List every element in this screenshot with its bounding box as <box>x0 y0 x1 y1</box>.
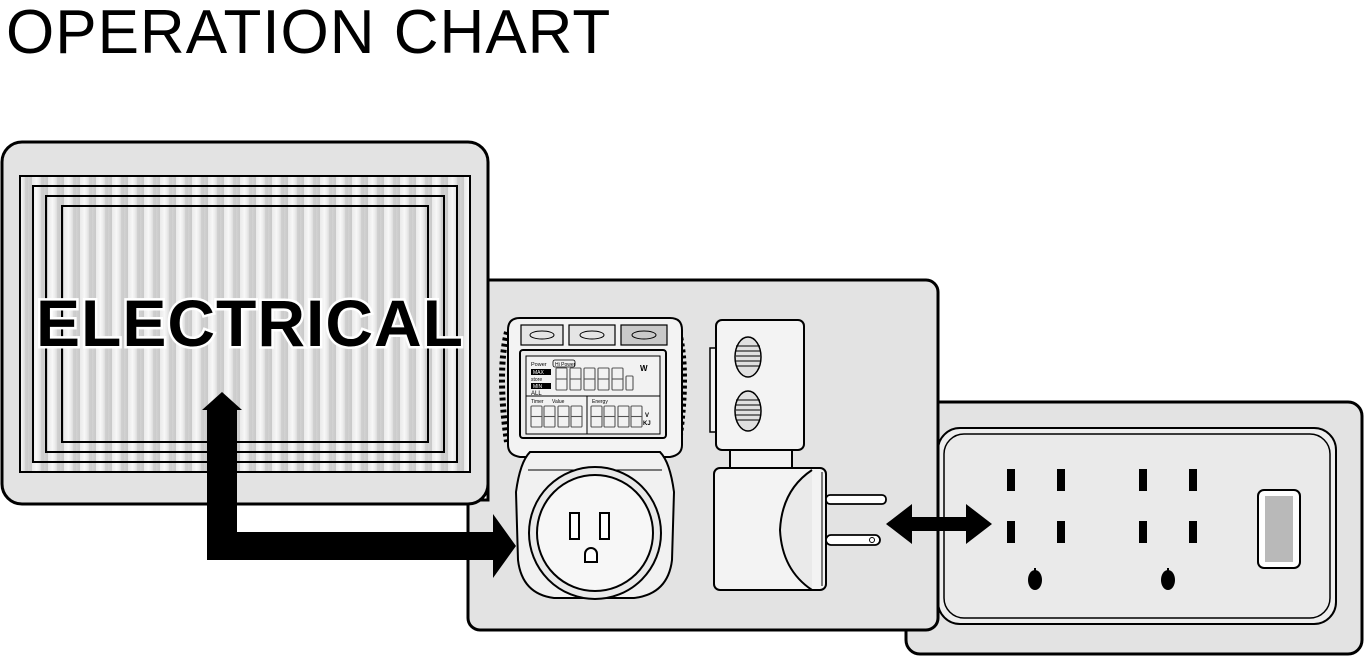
lcd-hi-power-label: Hi Power <box>555 362 576 368</box>
lcd-min-label: MIN <box>533 384 543 390</box>
lcd-energy-label: Energy <box>592 399 608 405</box>
plug-adapter <box>709 319 887 591</box>
meter-lcd: Power Hi Power MAX store MIN ALL Timer V… <box>519 349 667 439</box>
lcd-unit-w: W <box>640 364 648 373</box>
lcd-segment-digits <box>530 367 643 428</box>
page-title: OPERATION CHART <box>6 0 612 67</box>
arrow-plug-to-wall <box>886 504 992 544</box>
lcd-unit-kj: KJ <box>643 421 651 427</box>
electrical-appliance: ELECTRICAL <box>0 140 490 506</box>
wall-socket-2 <box>1139 469 1197 590</box>
lcd-store-label: store <box>531 377 542 383</box>
wall-outlet <box>904 400 1364 656</box>
power-meter: Power Hi Power MAX store MIN ALL Timer V… <box>499 317 687 600</box>
appliance-label: ELECTRICAL <box>36 286 464 360</box>
lcd-all-label: ALL <box>531 391 542 397</box>
lcd-max-label: MAX <box>533 370 545 376</box>
outlet-switch[interactable] <box>1257 489 1301 569</box>
meter-buttons[interactable] <box>520 324 668 346</box>
meter-socket <box>569 512 610 563</box>
arrow-appliance-to-meter <box>202 392 516 578</box>
lcd-power-label: Power <box>531 362 547 368</box>
lcd-timer-label: Timer <box>531 399 544 405</box>
lcd-value-label: Value <box>552 399 565 405</box>
wall-socket-1 <box>1007 469 1065 590</box>
lcd-unit-v: V <box>645 413 649 419</box>
